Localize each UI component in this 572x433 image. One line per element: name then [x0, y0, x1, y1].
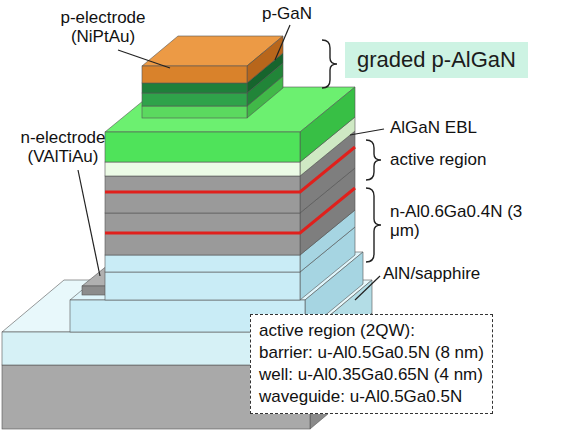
active-layer-front: [105, 176, 300, 213]
graded-p-algan-layer: [105, 87, 355, 162]
box-text: waveguide: u-Al0.5Ga0.5N: [259, 386, 484, 408]
highlight-box: graded p-AlGaN: [345, 42, 528, 78]
box-text: barrier: u-Al0.5Ga0.5N (8 nm): [259, 342, 484, 364]
quantum-well: [105, 188, 355, 233]
brace: [322, 40, 337, 88]
part-label: active region: [390, 150, 486, 169]
note-box: active region (2QW):barrier: u-Al0.5Ga0.…: [250, 314, 493, 414]
graded-p-algan-layer-front: [105, 132, 300, 162]
p-electrode-front: [142, 66, 247, 83]
part-label: AlGaN EBL: [390, 118, 477, 137]
quantum-well: [105, 147, 355, 192]
brace: [366, 140, 381, 180]
graded-p-algan-layer-front: [142, 106, 247, 118]
box-text: well: u-Al0.35Ga0.65N (4 nm): [259, 364, 484, 386]
box-text: active region (2QW):: [259, 320, 484, 342]
p-electrode: [142, 36, 283, 83]
graded-p-algan-layer-side: [300, 87, 355, 162]
leader-line: [355, 276, 380, 300]
p-gan-layer-front: [142, 83, 247, 93]
part-label: p-GaN: [262, 4, 312, 23]
part-label: p-electrode (NiPtAu): [47, 8, 159, 46]
n-algan-upper-front: [105, 255, 300, 272]
part-label: n-electrode (VAlTiAu): [4, 128, 122, 166]
leader-line: [78, 170, 100, 276]
leader-line: [275, 25, 290, 60]
part-label: n-Al0.6Ga0.4N (3 μm): [390, 202, 530, 240]
graded-p-algan-layer-front: [142, 93, 247, 106]
box-text: graded p-AlGaN: [357, 47, 516, 73]
brace: [366, 188, 381, 262]
part-label: AlN/sapphire: [383, 264, 480, 283]
ebl-layer-front: [105, 162, 300, 176]
n-algan-upper-front: [105, 272, 300, 300]
leader-line: [118, 50, 170, 68]
p-electrode-side: [247, 36, 283, 83]
leader-line: [350, 129, 384, 135]
